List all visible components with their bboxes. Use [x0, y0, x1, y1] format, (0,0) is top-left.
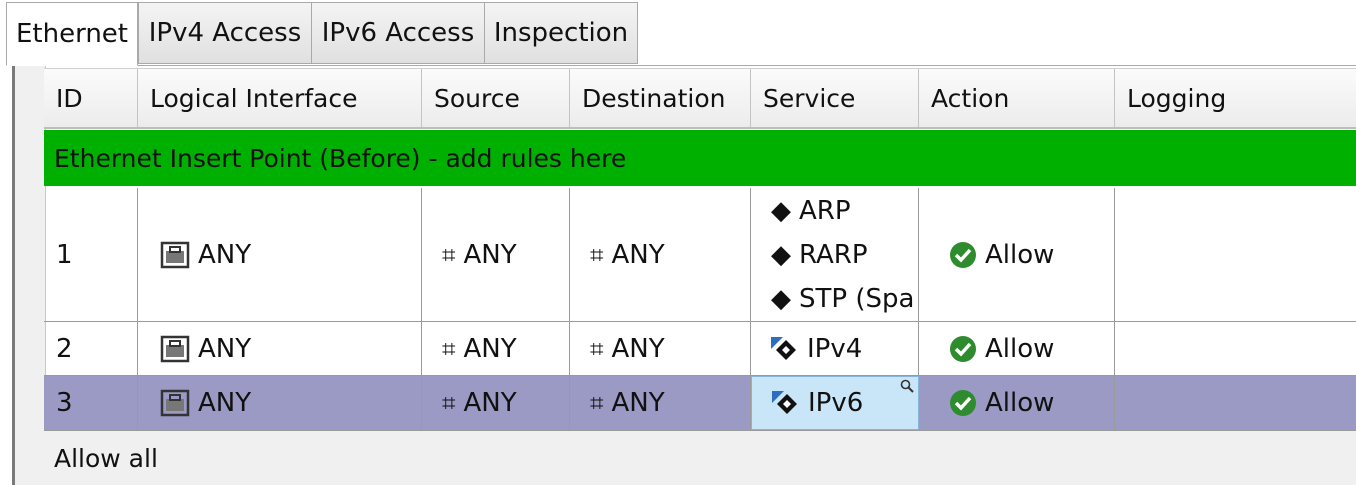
rule-interface-cell[interactable]: ANY — [138, 188, 422, 321]
tab-inspection[interactable]: Inspection — [484, 2, 638, 64]
rule-logging-cell[interactable] — [1115, 376, 1356, 430]
row-header-column — [15, 66, 46, 485]
network-interface-icon — [160, 241, 190, 268]
service-value: IPv6 — [808, 388, 864, 418]
any-network-icon: ⌗ — [442, 240, 456, 269]
rule-id: 1 — [44, 188, 138, 321]
table-header: ID Logical Interface Source Destination … — [44, 68, 1356, 129]
source-value: ANY — [463, 333, 517, 364]
column-header-id[interactable]: ID — [44, 69, 138, 127]
rule-logging-cell[interactable] — [1115, 322, 1356, 375]
column-header-source[interactable]: Source — [422, 69, 570, 127]
default-rule-label: Allow all — [54, 443, 158, 473]
rule-action-cell[interactable]: Allow — [919, 376, 1115, 430]
ethernet-service-icon: ◆ — [771, 239, 791, 270]
any-network-icon: ⌗ — [590, 389, 604, 417]
any-network-icon: ⌗ — [590, 240, 604, 269]
any-network-icon: ⌗ — [590, 334, 604, 363]
action-value: Allow — [985, 388, 1055, 418]
rule-interface-cell[interactable]: ANY — [138, 322, 422, 375]
rule-source-cell[interactable]: ⌗ANY — [422, 322, 570, 375]
rule-id: 2 — [44, 322, 138, 375]
allow-check-icon — [950, 335, 976, 362]
column-header-service[interactable]: Service — [751, 69, 919, 127]
rule-interface-cell[interactable]: ANY — [138, 376, 422, 430]
table-row[interactable]: 2 ANY ⌗ANY ⌗ANY IPv4 Allow — [44, 322, 1356, 376]
ethernet-service-icon: ◆ — [771, 283, 791, 314]
rule-source-cell[interactable]: ⌗ANY — [422, 188, 570, 321]
insert-point-row[interactable]: Ethernet Insert Point (Before) - add rul… — [44, 130, 1356, 186]
default-rule-row[interactable]: Allow all — [44, 431, 1356, 485]
rule-service-cell[interactable]: IPv4 — [751, 322, 919, 375]
allow-check-icon — [950, 390, 976, 416]
column-header-action[interactable]: Action — [919, 69, 1115, 127]
rule-destination-cell[interactable]: ⌗ANY — [570, 188, 751, 321]
ip-service-icon — [771, 336, 796, 360]
destination-value: ANY — [611, 333, 665, 364]
service-value: STP (Spa — [799, 283, 915, 314]
action-value: Allow — [985, 239, 1055, 270]
table-row[interactable]: 1 ANY ⌗ANY ⌗ANY ◆ARP ◆RARP ◆STP (Spa All… — [44, 188, 1356, 322]
allow-check-icon — [950, 241, 976, 268]
insert-point-label: Ethernet Insert Point (Before) - add rul… — [54, 143, 627, 173]
action-value: Allow — [985, 333, 1055, 364]
rule-source-cell[interactable]: ⌗ANY — [422, 376, 570, 430]
destination-value: ANY — [611, 388, 665, 418]
table-row-selected[interactable]: 3 ANY ⌗ANY ⌗ANY IPv6 Allow — [44, 376, 1356, 431]
rule-service-cell-focused[interactable]: IPv6 — [751, 376, 919, 430]
ip-service-icon — [772, 391, 797, 414]
source-value: ANY — [463, 239, 517, 270]
source-value: ANY — [463, 388, 517, 418]
service-value: IPv4 — [807, 333, 863, 364]
destination-value: ANY — [611, 239, 665, 270]
interface-value: ANY — [198, 388, 252, 418]
tab-ipv6-access[interactable]: IPv6 Access — [311, 2, 485, 64]
ethernet-service-icon: ◆ — [771, 195, 791, 226]
service-value: ARP — [799, 195, 851, 226]
rule-id: 3 — [44, 376, 138, 430]
column-header-destination[interactable]: Destination — [570, 69, 751, 127]
rule-action-cell[interactable]: Allow — [919, 188, 1115, 321]
column-header-logging[interactable]: Logging — [1127, 83, 1227, 113]
tab-divider — [6, 65, 1356, 66]
rule-action-cell[interactable]: Allow — [919, 322, 1115, 375]
network-interface-icon — [160, 335, 190, 362]
magnifier-icon[interactable] — [900, 379, 914, 393]
tab-ipv4-access[interactable]: IPv4 Access — [138, 2, 312, 64]
rule-service-cell[interactable]: ◆ ARP ◆ RARP ◆ STP (Spa — [751, 188, 919, 321]
tab-ethernet[interactable]: Ethernet — [6, 2, 138, 66]
network-interface-icon — [160, 389, 190, 417]
interface-value: ANY — [198, 333, 252, 364]
interface-value: ANY — [198, 239, 252, 270]
any-network-icon: ⌗ — [442, 334, 456, 363]
rule-destination-cell[interactable]: ⌗ANY — [570, 322, 751, 375]
rule-destination-cell[interactable]: ⌗ANY — [570, 376, 751, 430]
service-value: RARP — [799, 239, 868, 270]
rule-logging-cell[interactable] — [1115, 188, 1356, 321]
column-header-logical-interface[interactable]: Logical Interface — [138, 69, 422, 127]
any-network-icon: ⌗ — [442, 389, 456, 417]
